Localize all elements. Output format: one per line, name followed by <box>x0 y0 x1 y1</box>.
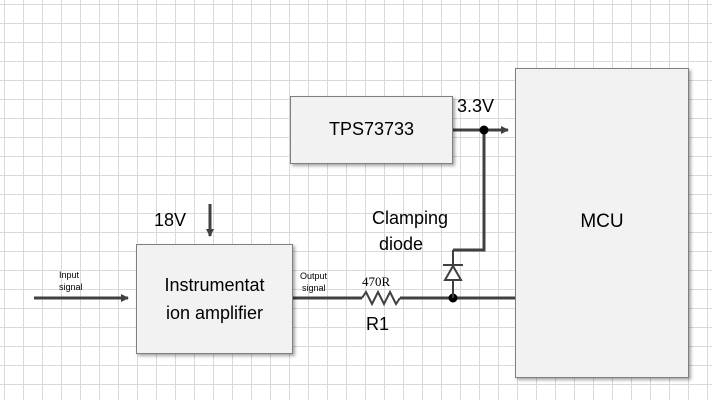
supply-18v-label: 18V <box>154 210 187 230</box>
input-signal-label-line1: Input <box>59 270 80 280</box>
mcu-label: MCU <box>580 211 624 232</box>
amplifier-block: Instrumentat ion amplifier <box>136 244 293 354</box>
mcu-block: MCU <box>515 68 689 378</box>
diode-label-line2: diode <box>379 234 424 254</box>
regulator-label: TPS73733 <box>328 119 415 139</box>
clamping-diode-symbol <box>443 263 463 281</box>
diode-to-rail-wire <box>453 130 486 252</box>
output-signal-label-line1: Output <box>300 271 328 281</box>
diode-label-line1: Clamping <box>372 208 449 228</box>
amplifier-label-line2: ion amplifier <box>165 303 264 323</box>
junction-3v3 <box>479 125 489 135</box>
resistor-r1-symbol <box>361 289 401 307</box>
regulator-block: TPS73733 <box>290 96 453 164</box>
resistor-value-label: 470R <box>362 274 391 289</box>
input-signal-label-line2: signal <box>59 282 83 292</box>
resistor-ref-label: R1 <box>366 314 390 334</box>
amplifier-label-line1: Instrumentat <box>164 275 265 295</box>
output-signal-label-line2: signal <box>302 283 326 293</box>
supply-3v3-label: 3.3V <box>457 96 495 116</box>
